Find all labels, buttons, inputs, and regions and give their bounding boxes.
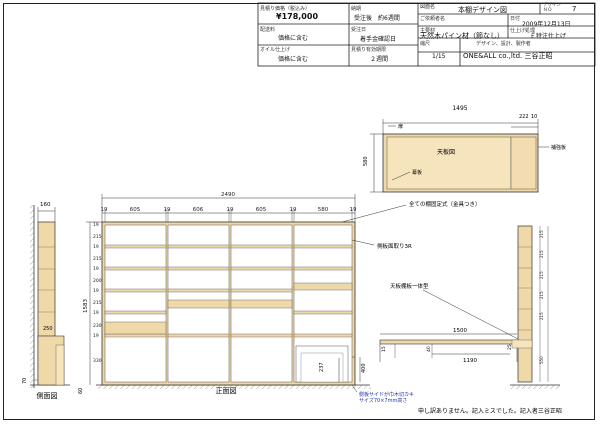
oil-label: オイル仕上げ	[260, 47, 291, 53]
right-dim-6: 550	[539, 356, 544, 364]
front-row-dim-10: 19	[93, 333, 99, 339]
side-base-dim: 70	[22, 378, 28, 384]
desk-height: 400	[361, 363, 367, 373]
front-row-dim-9: 230	[93, 323, 102, 329]
note-notch-line2: サイズ70×7mm高さ	[359, 397, 407, 404]
front-row-dim-3: 215	[93, 256, 102, 262]
sheet-frame	[3, 3, 595, 420]
front-col-dim-1: 605	[130, 207, 141, 213]
front-col-dim-7: 580	[318, 207, 329, 213]
finish-value: Ｅ特注仕上げ	[530, 33, 567, 40]
note-notch-line1: 側板サイドが巾木切カキ	[359, 391, 414, 398]
order-date-value: 着手金確認日	[360, 36, 397, 43]
front-total-width: 2490	[221, 192, 235, 198]
front-row-dim-5: 200	[93, 278, 102, 284]
right-side-view	[510, 225, 560, 389]
desk-h3: 25	[507, 344, 513, 350]
front-row-dim-1: 215	[93, 234, 102, 240]
front-total-height: 1583	[83, 299, 89, 313]
top-hinge-label: 扉	[398, 123, 403, 130]
desk-section-view	[379, 289, 521, 362]
front-row-dim-6: 19	[93, 288, 99, 294]
side-view-title: 側面図	[37, 391, 58, 400]
side-view	[30, 205, 70, 388]
desk-width-dim: 1500	[453, 328, 467, 334]
top-view	[370, 119, 549, 193]
validity-label: 見積り有効期限	[351, 47, 387, 53]
desk-inner-dim: 237	[319, 362, 325, 372]
drawing-name-value: 本棚デザイン図	[458, 6, 507, 14]
scale-label: 縮尺	[420, 41, 431, 47]
top-small-dim2: 10	[531, 114, 537, 120]
top-width-dim: 1495	[452, 105, 467, 112]
note-side-trim: 側板面取り3R	[377, 242, 412, 250]
shipping-value: 価格に含む	[278, 35, 309, 42]
front-col-dim-0: 19	[101, 207, 108, 213]
front-row-dim-7: 215	[93, 300, 102, 306]
front-col-dim-2: 19	[164, 207, 171, 213]
design-no-value: 7	[572, 5, 577, 13]
front-view	[86, 194, 407, 393]
front-row-dim-0: 19	[93, 222, 99, 228]
scale-value: 1/15	[432, 53, 446, 60]
right-dim-1: 215	[539, 230, 544, 238]
note-desk: 天板棚板一体型	[390, 282, 429, 290]
estimate-label: 見積り価格（税込み）	[260, 6, 311, 12]
note-all-shelves: 全ての棚固定式（金具つき）	[409, 200, 481, 208]
oil-value: 価格に含む	[278, 56, 309, 63]
front-base-dim: 60	[78, 388, 84, 394]
right-dim-4: 215	[539, 291, 544, 299]
right-dim-5: 215	[539, 312, 544, 320]
desk-h1: 15	[381, 346, 387, 352]
desk-inner-width-dim: 1190	[463, 358, 477, 364]
note-notch: 側板サイドが巾木切カキ サイズ70×7mm高さ	[359, 391, 416, 404]
design-no-label: デザイン ＮＯ	[543, 3, 561, 13]
validity-value: ２週間	[370, 56, 389, 63]
order-date-label: 受注日	[351, 27, 367, 33]
shipping-label: 配送料	[260, 27, 276, 33]
delivery-label: 納期	[351, 6, 362, 12]
front-row-dim-8: 19	[93, 310, 99, 316]
side-depth-dim: 160	[40, 202, 51, 208]
material-label: 主要材	[420, 28, 436, 34]
top-back-label: 幕板	[412, 169, 422, 176]
front-row-dim-11: 330	[93, 358, 102, 364]
front-col-dim-5: 605	[256, 207, 267, 213]
drawing-name-label: 図面名	[420, 4, 436, 10]
top-reinforce-label: 補強板	[551, 144, 566, 151]
right-dim-3: 215	[539, 271, 544, 279]
date-value: 2009年12月13日	[522, 21, 571, 28]
top-depth-dim: 580	[363, 156, 369, 166]
footer-note: 申し訳ありません。記入ミスでした。記入者三谷正昭	[418, 407, 562, 415]
date-label: 日付	[510, 16, 521, 22]
top-view-title: 天板図	[437, 148, 455, 156]
designer-label: デザイン、設計、製作者	[476, 41, 531, 47]
right-dim-2: 215	[539, 250, 544, 258]
client-label: ご依頼者名	[420, 16, 446, 22]
finish-label: 仕上げ処理	[510, 28, 536, 34]
delivery-value: 受注後 約6週間	[354, 15, 400, 22]
designer-value: ONE&ALL co.,ltd. 三谷正昭	[463, 52, 553, 60]
front-view-title: 正面図	[216, 387, 237, 395]
estimate-value: ¥178,000	[276, 12, 319, 21]
front-row-dim-2: 19	[93, 244, 99, 250]
front-col-dim-8: 19	[350, 207, 357, 213]
front-col-dim-6: 19	[290, 207, 297, 213]
front-row-dim-4: 19	[93, 266, 99, 272]
front-col-dim-3: 606	[193, 207, 204, 213]
material-value: 天然木パイン材（節なし）	[420, 32, 504, 40]
desk-h2: 40	[426, 346, 432, 352]
top-small-dim1: 222	[519, 114, 529, 120]
side-step-dim: 250	[43, 326, 53, 332]
front-col-dim-4: 19	[227, 207, 234, 213]
